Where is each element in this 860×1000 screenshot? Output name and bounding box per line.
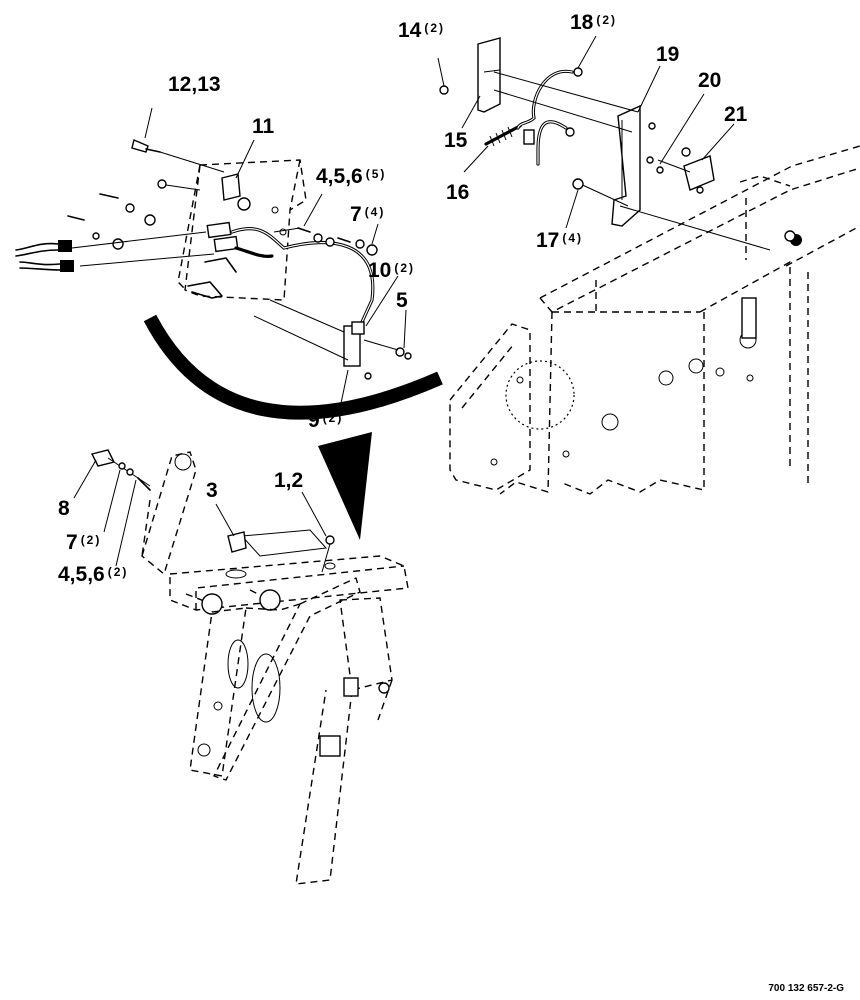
callout-5: 5 xyxy=(396,289,408,312)
rollers xyxy=(185,589,281,615)
callout-7-qty2: 7(2) xyxy=(66,531,102,554)
callout-10-qty2: 10(2) xyxy=(368,259,416,282)
callout-1-2: 1,2 xyxy=(274,469,304,492)
callout-15: 15 xyxy=(444,129,468,152)
lower-frame-assembly xyxy=(90,449,409,885)
detail-magnifier xyxy=(143,314,443,540)
callout-14-qty2: 14(2) xyxy=(398,19,446,42)
callout-16: 16 xyxy=(446,181,470,204)
document-number: 700 132 657-2-G xyxy=(768,983,844,994)
callout-3: 3 xyxy=(206,479,218,502)
spring-16 xyxy=(484,124,522,147)
callout-12-13: 12,13 xyxy=(168,73,221,96)
frame-right-assembly xyxy=(439,37,860,495)
callout-7-qty4: 7(4) xyxy=(350,203,386,226)
callout-4-5-6-qty5: 4,5,6(5) xyxy=(316,165,387,188)
callout-11: 11 xyxy=(252,115,275,138)
sensor-bracket-inset xyxy=(15,139,412,380)
callout-20: 20 xyxy=(698,69,722,92)
callout-21: 21 xyxy=(724,103,748,126)
callout-18-qty2: 18(2) xyxy=(570,11,618,34)
fasteners-inset xyxy=(67,139,412,380)
callout-17-qty4: 17(4) xyxy=(536,229,584,252)
callout-4-5-6-qty2: 4,5,6(2) xyxy=(58,563,129,586)
callout-leaders xyxy=(73,35,735,567)
callout-8: 8 xyxy=(58,497,70,520)
callout-19: 19 xyxy=(656,43,680,66)
callout-9-qty2: 9(2) xyxy=(308,409,344,432)
